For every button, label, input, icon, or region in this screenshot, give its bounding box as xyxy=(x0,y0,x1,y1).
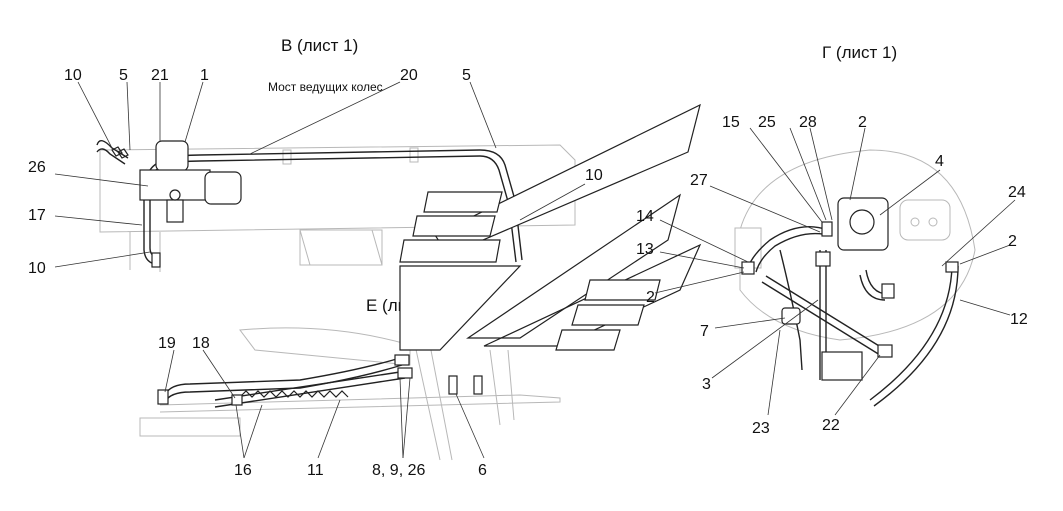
callout-18: 18 xyxy=(192,335,210,352)
callout-17: 17 xyxy=(28,207,46,224)
axle-note: Мост ведущих колес xyxy=(268,80,383,94)
callout-15: 15 xyxy=(722,114,740,131)
callout-21: 21 xyxy=(151,67,169,84)
callout-1: 1 xyxy=(200,67,209,84)
callout-4: 4 xyxy=(935,153,944,170)
callout-28: 28 xyxy=(799,114,817,131)
callout-5: 5 xyxy=(119,67,128,84)
callout-7: 7 xyxy=(700,323,709,340)
view-v: Мост ведущих колес В (лист 1) xyxy=(96,36,576,272)
view-v-title: В (лист 1) xyxy=(281,36,358,55)
leader-lines xyxy=(54,81,1016,459)
callout-23: 23 xyxy=(752,420,770,437)
callout-24: 24 xyxy=(1008,184,1026,201)
callout-14: 14 xyxy=(636,208,654,225)
callout-13: 13 xyxy=(636,241,654,258)
callout-5-right: 5 xyxy=(462,67,471,84)
callout-20: 20 xyxy=(400,67,418,84)
chevron-logo-graphic xyxy=(399,103,702,351)
callout-19: 19 xyxy=(158,335,176,352)
callout-2-top: 2 xyxy=(858,114,867,131)
callout-2-right: 2 xyxy=(1008,233,1017,250)
callout-22: 22 xyxy=(822,417,840,434)
callout-25: 25 xyxy=(758,114,776,131)
callout-11: 11 xyxy=(307,462,324,479)
callout-10-center: 10 xyxy=(585,167,603,184)
view-g-title: Г (лист 1) xyxy=(822,43,897,62)
view-e: Е (лист 1) xyxy=(139,296,561,461)
callout-16: 16 xyxy=(234,462,252,479)
callout-8-9-26: 8, 9, 26 xyxy=(372,462,425,479)
callout-12: 12 xyxy=(1010,311,1028,328)
callout-26: 26 xyxy=(28,159,46,176)
callout-27: 27 xyxy=(690,172,708,189)
callout-3: 3 xyxy=(702,376,711,393)
callout-6: 6 xyxy=(478,462,487,479)
view-g: Г (лист 1) xyxy=(734,43,976,407)
callout-numbers: 10 5 21 1 20 5 26 17 10 10 15 25 28 2 4 … xyxy=(28,67,1028,479)
callout-2-left: 2 xyxy=(646,289,655,306)
callout-10: 10 xyxy=(64,67,82,84)
callout-10-lower: 10 xyxy=(28,260,46,277)
